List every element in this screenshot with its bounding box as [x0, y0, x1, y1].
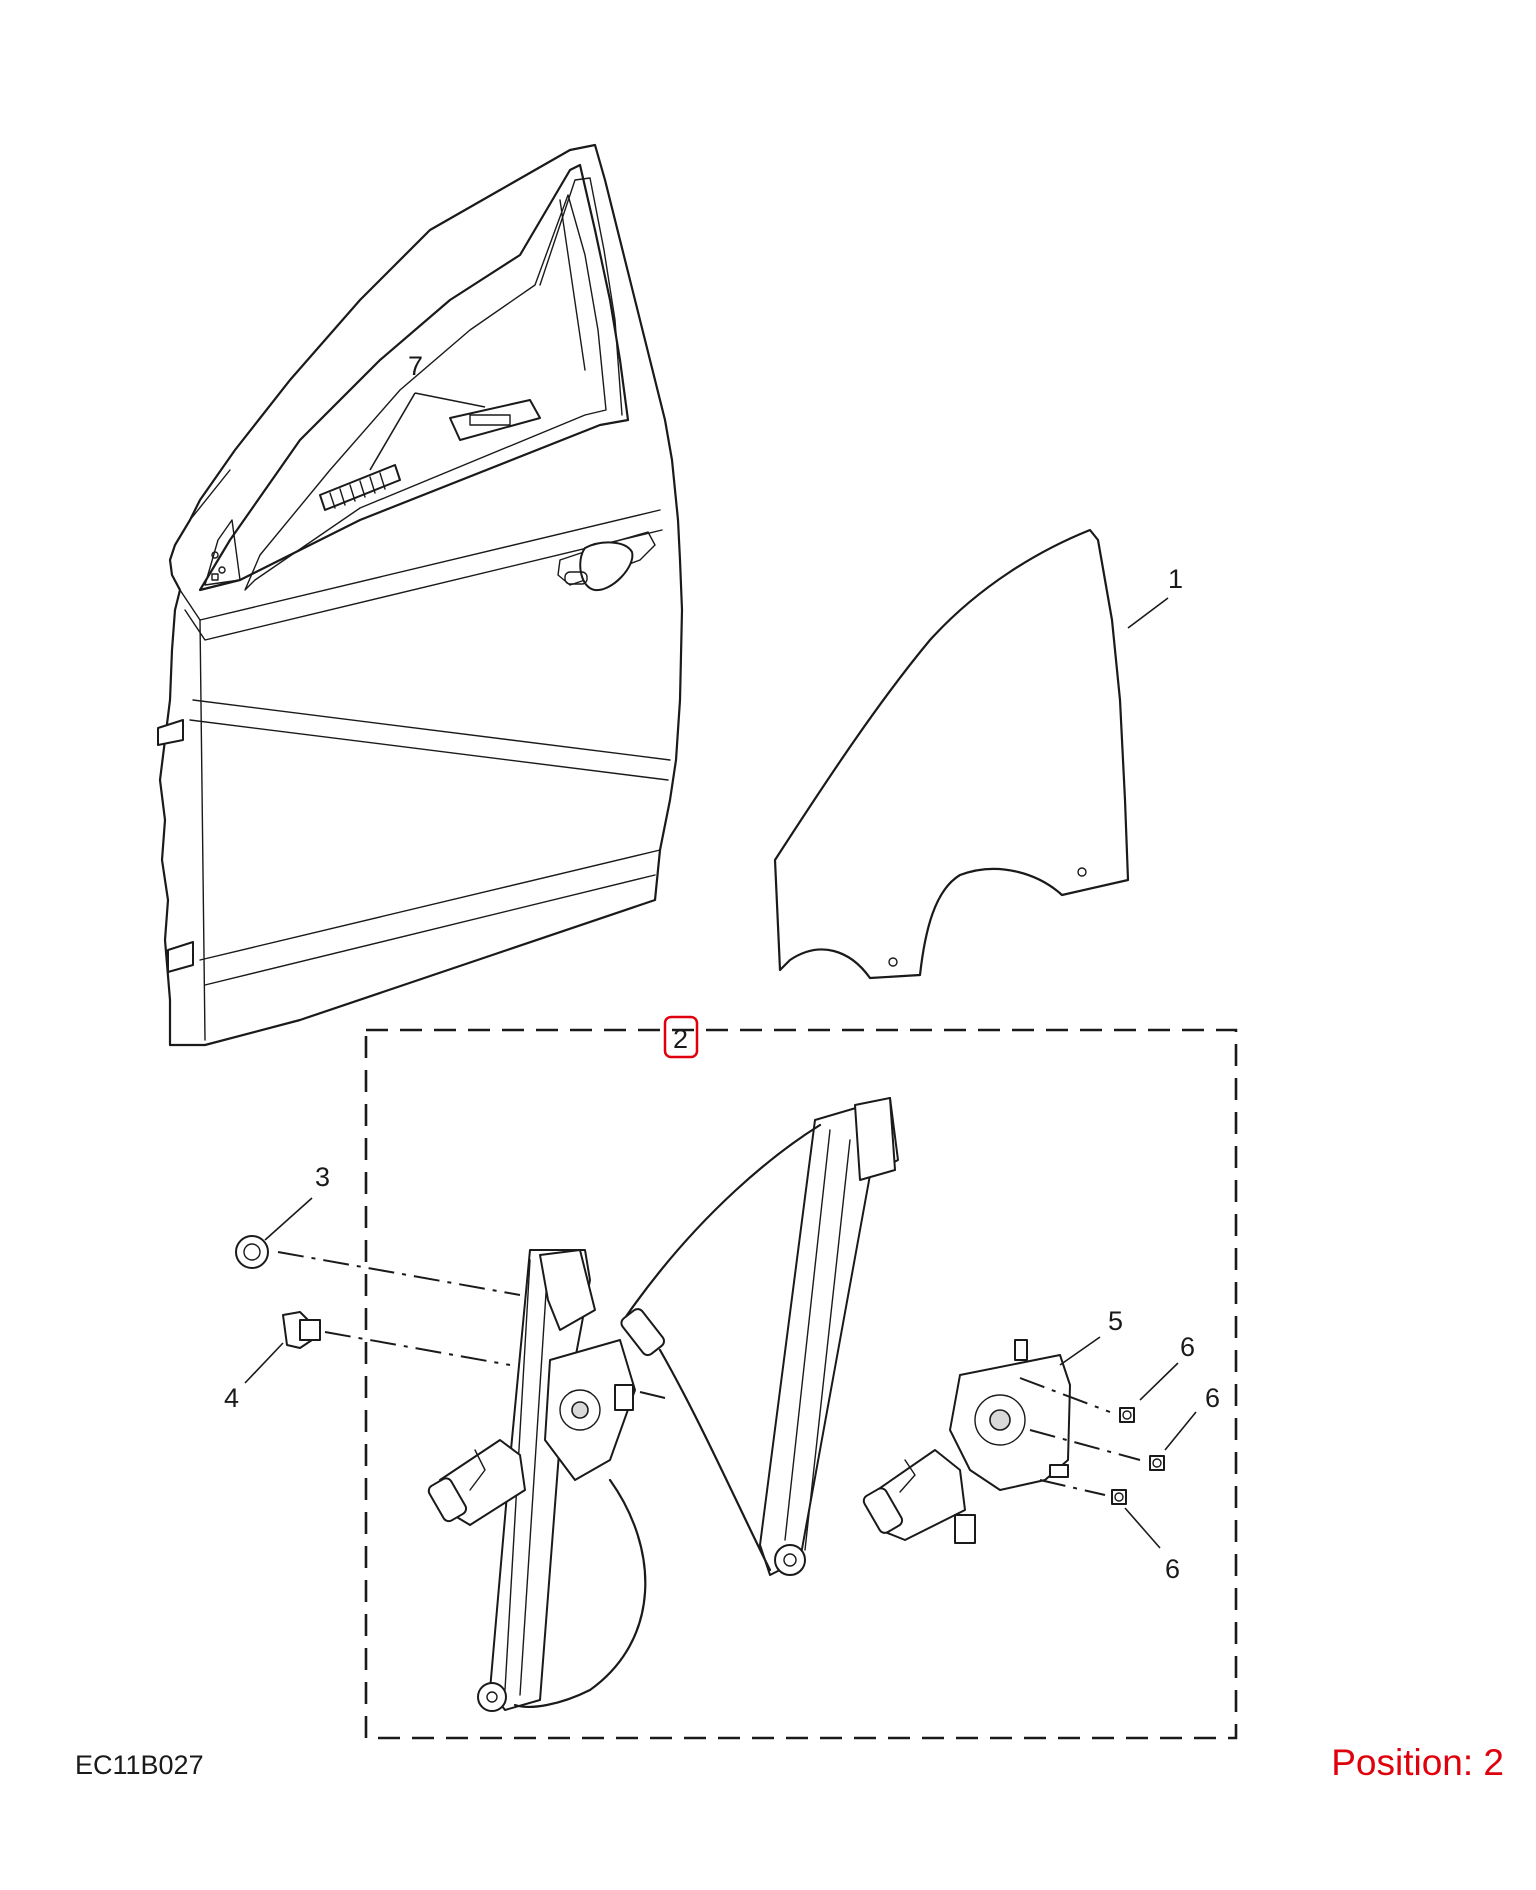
callout-5: 5	[1108, 1306, 1123, 1336]
screws-part-6	[1111, 1407, 1165, 1505]
assembly-lines	[277, 1251, 1141, 1496]
callout-6a: 6	[1180, 1332, 1195, 1362]
front-door-shell	[157, 143, 684, 1047]
callout-7: 7	[408, 351, 423, 381]
callout-2: 2	[673, 1024, 688, 1054]
regulator-motor	[427, 1339, 636, 1526]
position-indicator: Position: 2	[1331, 1742, 1504, 1783]
bolt-part-4	[282, 1311, 321, 1349]
callout-2-highlight[interactable]	[663, 1015, 699, 1059]
glass-run-channel-guides	[319, 399, 541, 511]
callout-1: 1	[1168, 564, 1183, 594]
callout-labels: 1 2 3 4 5 6 6 6 7	[224, 351, 1220, 1584]
window-motor	[862, 1339, 1071, 1544]
callout-6c: 6	[1165, 1554, 1180, 1584]
regulator-assembly-group-box	[364, 1028, 1238, 1740]
drawing-code: EC11B027	[75, 1750, 204, 1780]
window-regulator	[477, 1097, 899, 1712]
nut-part-3	[235, 1235, 269, 1269]
callout-3: 3	[315, 1162, 330, 1192]
callout-6b: 6	[1205, 1383, 1220, 1413]
door-window-glass	[773, 528, 1130, 980]
callout-4: 4	[224, 1383, 239, 1413]
callout-leaders	[244, 392, 1197, 1549]
